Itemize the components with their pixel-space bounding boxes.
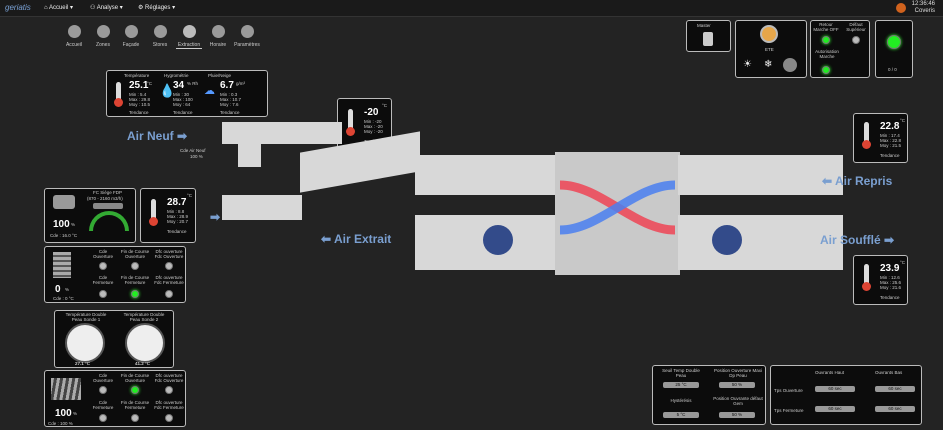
led-status bbox=[887, 35, 901, 49]
nav-zones[interactable]: Zones bbox=[90, 25, 116, 48]
weather-rain: 6.7 bbox=[220, 80, 234, 91]
facade-icon bbox=[124, 25, 138, 38]
fan-gauge bbox=[89, 211, 129, 231]
sun-small-icon[interactable]: ☀ bbox=[743, 59, 752, 70]
duct-air-extrait bbox=[222, 195, 302, 220]
led-defaut bbox=[852, 36, 860, 44]
clock-mode-icon[interactable] bbox=[783, 58, 797, 72]
tps-ouv-haut-input[interactable]: 60 sec bbox=[815, 386, 855, 392]
stores-icon bbox=[153, 25, 167, 38]
led-cde-ouverture-2 bbox=[99, 386, 107, 394]
tps-ferm-haut-input[interactable]: 60 sec bbox=[815, 406, 855, 412]
repris-temp-panel: 22.8 °C Min : 17.4 Max : 22.8 Moy : 21.5… bbox=[853, 113, 908, 163]
led-dfc-ouverture bbox=[165, 262, 173, 270]
thermometer-icon bbox=[149, 199, 158, 226]
label-air-neuf: Air Neuf ➡ bbox=[127, 129, 188, 143]
led-dfc-fermeture bbox=[165, 290, 173, 298]
master-panel: Master bbox=[686, 20, 731, 52]
led-retour-marche bbox=[822, 36, 830, 44]
menu-accueil[interactable]: ⌂ Accueil ▾ bbox=[44, 5, 73, 11]
tps-ferm-bas-input[interactable]: 60 sec bbox=[875, 406, 915, 412]
souffle-temp-panel: 23.9 °C Min : 12.6 Max : 25.6 Moy : 21.6… bbox=[853, 255, 908, 305]
led-fdc-fermeture bbox=[131, 290, 139, 298]
nav-extraction[interactable]: Extraction bbox=[176, 25, 202, 49]
led-fdc-fermeture-2 bbox=[131, 414, 139, 422]
double-peau-gauges: Température Double Peau Sonde 1 Températ… bbox=[54, 310, 174, 368]
led-fdc-ouverture-2 bbox=[131, 386, 139, 394]
supply-temp-panel: 28.7 °C Min : 8.8 Max : 28.9 Moy : 20.7 … bbox=[140, 188, 196, 243]
top-bar: geriatis ⌂ Accueil ▾ ⚇ Analyse ▾ ⚙ Régla… bbox=[0, 0, 943, 17]
damper1-panel: 0 % Cde : 0 °C Cde Ouverture Fin de Cour… bbox=[44, 246, 186, 303]
fan-panel: FC Siège FDP (870 - 2160 m3/h) 100 % Cde… bbox=[44, 188, 136, 243]
drop-icon: 💧 bbox=[159, 83, 176, 98]
pos-ouverture-input[interactable]: 50 % bbox=[719, 382, 755, 388]
counter-panel: 0 / 0 bbox=[875, 20, 913, 78]
snowflake-icon[interactable]: ❄ bbox=[764, 59, 773, 70]
fan-setpoint-button[interactable] bbox=[93, 203, 123, 209]
sun-icon[interactable] bbox=[760, 25, 778, 43]
pos-defaut-input[interactable]: 50 % bbox=[719, 412, 755, 418]
weather-hygro: 34 bbox=[173, 80, 185, 91]
status-panel: Retour Marche OFF Défaut Supérieur Autor… bbox=[810, 20, 870, 78]
led-cde-fermeture-2 bbox=[99, 414, 107, 422]
thermometer-icon bbox=[862, 264, 871, 291]
label-air-extrait: ⬅ Air Extrait bbox=[321, 232, 392, 246]
clock-icon bbox=[211, 25, 225, 38]
fan-extrait-icon bbox=[483, 225, 513, 255]
nav-stores[interactable]: Stores bbox=[147, 25, 173, 48]
gear-icon bbox=[240, 25, 254, 38]
thermometer-icon bbox=[114, 82, 123, 107]
hysteresis-input[interactable]: 5 °C bbox=[663, 412, 699, 418]
rain-icon: ☁ bbox=[204, 85, 215, 97]
led-cde-ouverture bbox=[99, 262, 107, 270]
damper-icon bbox=[53, 252, 71, 278]
season-panel: ETE ☀ ❄ bbox=[735, 20, 807, 78]
led-autorisation-marche bbox=[822, 66, 830, 74]
led-dfc-fermeture-2 bbox=[165, 414, 173, 422]
app-logo: geriatis bbox=[5, 3, 31, 12]
alarm-icon[interactable] bbox=[896, 3, 906, 13]
fan-icon bbox=[182, 25, 196, 38]
home-icon bbox=[67, 25, 81, 38]
duct-upper bbox=[415, 155, 560, 195]
fan-souffle-icon bbox=[712, 225, 742, 255]
settings-ouvrants: Ouvrants Haut Ouvrants Bas Tps Ouverture… bbox=[770, 365, 922, 425]
window-icon bbox=[51, 378, 81, 400]
heat-exchanger bbox=[555, 152, 680, 275]
nav-horaire[interactable]: Horaire bbox=[205, 25, 231, 48]
airflow-arrows bbox=[559, 180, 676, 235]
menu-reglages[interactable]: ⚙ Réglages ▾ bbox=[138, 5, 176, 11]
weather-panel: Température Hygrométrie Pluie/Neige 25.1… bbox=[106, 70, 268, 117]
weather-temp: 25.1 bbox=[129, 80, 149, 91]
nav-parametres[interactable]: Paramètres bbox=[234, 25, 260, 48]
led-cde-fermeture bbox=[99, 290, 107, 298]
switch-icon[interactable] bbox=[703, 32, 713, 46]
nav-accueil[interactable]: Accueil bbox=[61, 25, 87, 48]
label-air-souffle: Air Soufflé ➡ bbox=[820, 233, 895, 247]
nav-facade[interactable]: Façade bbox=[118, 25, 144, 48]
settings-double-peau: Seuil Temp Double Peau Position Ouvertur… bbox=[652, 365, 766, 425]
duct-air-souffle bbox=[678, 215, 843, 270]
label-air-repris: ⬅ Air Repris bbox=[822, 174, 893, 188]
seuil-temp-input[interactable]: 25 °C bbox=[663, 382, 699, 388]
led-fdc-ouverture bbox=[131, 262, 139, 270]
gauge-sonde-2 bbox=[125, 323, 165, 363]
gauge-sonde-1 bbox=[65, 323, 105, 363]
menu-analyse[interactable]: ⚇ Analyse ▾ bbox=[90, 5, 123, 11]
zones-icon bbox=[96, 25, 110, 38]
arrow-supply: ➡ bbox=[210, 210, 221, 224]
duct-air-repris bbox=[678, 155, 843, 195]
damper2-panel: 100 % Cde : 100 % Cde Ouverture Fin de C… bbox=[44, 370, 186, 427]
duct-air-neuf-inlet bbox=[238, 122, 261, 167]
fan-unit-icon bbox=[53, 195, 75, 209]
tps-ouv-bas-input[interactable]: 60 sec bbox=[875, 386, 915, 392]
led-dfc-ouverture-2 bbox=[165, 386, 173, 394]
thermometer-icon bbox=[346, 109, 355, 136]
thermometer-icon bbox=[862, 122, 871, 149]
